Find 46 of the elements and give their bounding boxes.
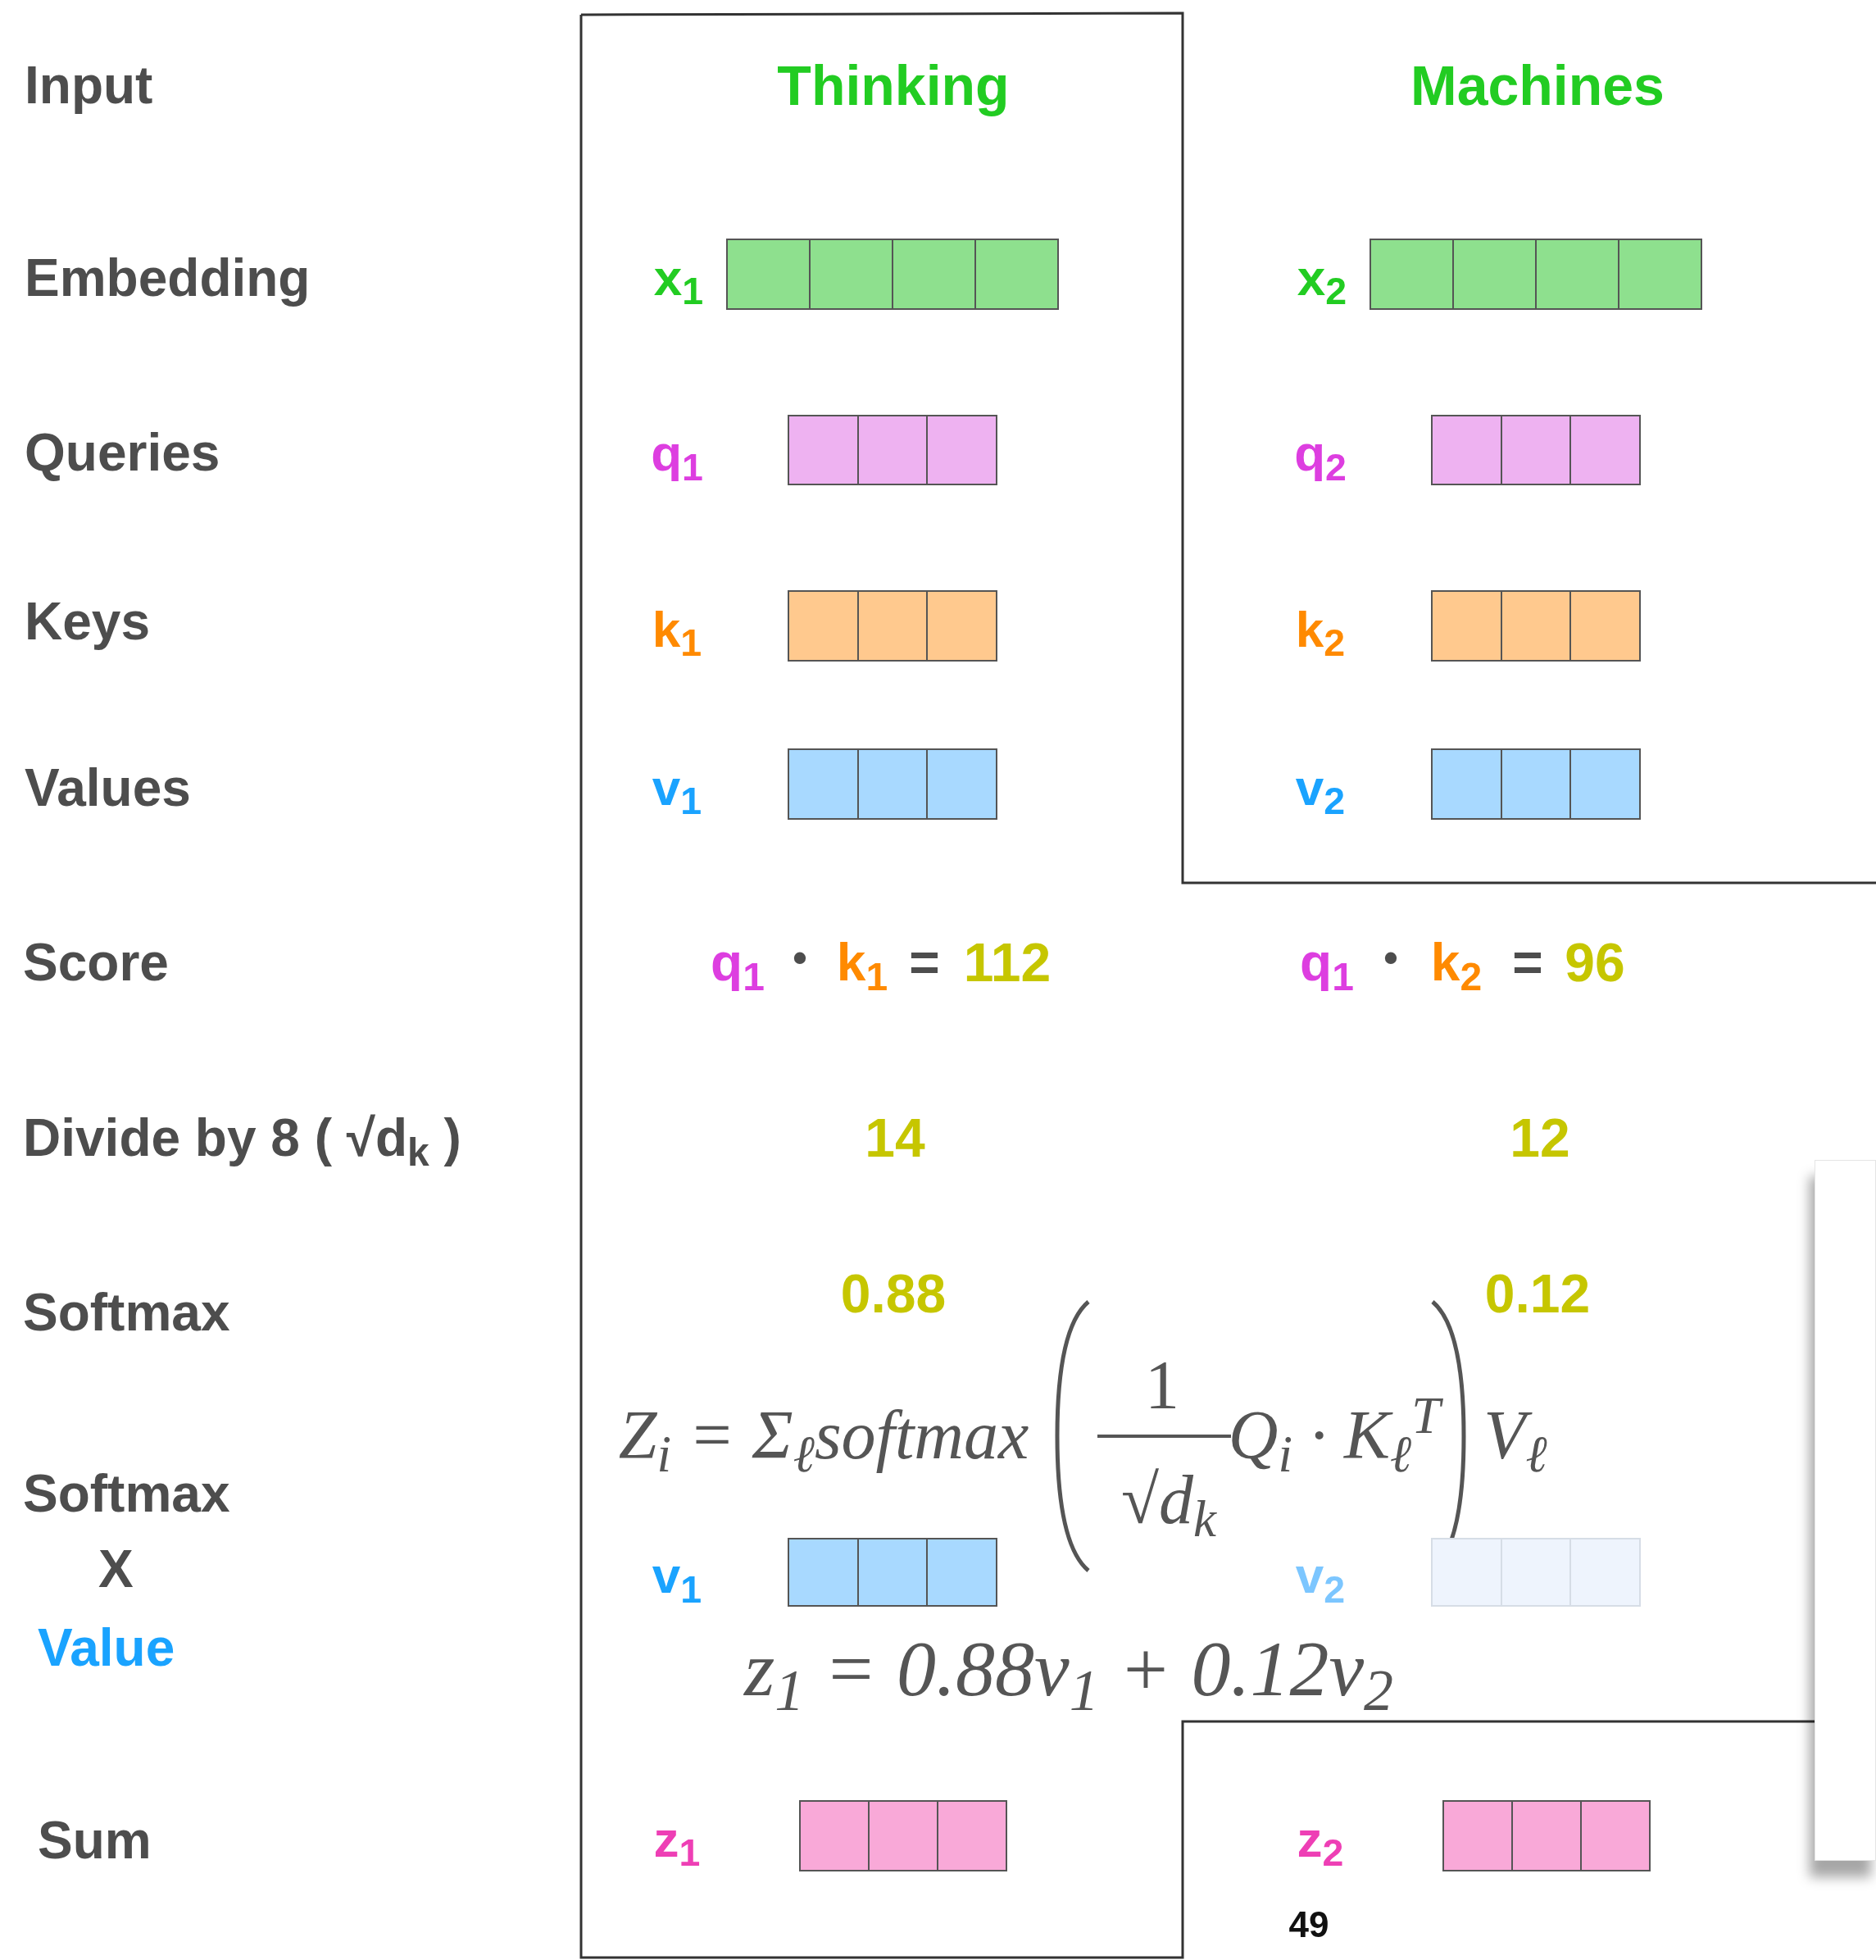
scaled-score: 12 [1510, 1111, 1570, 1165]
vector-bar [1431, 415, 1641, 485]
column-heading: Machines [1410, 57, 1665, 113]
vector-name: k$_{1}$ [836, 936, 888, 989]
row-label: Value [38, 1621, 175, 1674]
row-label: Score [23, 936, 169, 989]
vector-bar [1442, 1800, 1651, 1871]
vector-label: z$_{1}$ [653, 1813, 701, 1865]
vector-label: z$_{2}$ [1297, 1813, 1344, 1865]
row-label: Values [25, 762, 191, 814]
row-label: X [98, 1543, 134, 1595]
formula-text: 1 [1145, 1351, 1179, 1420]
formula-text: √d$_{k}$ [1120, 1466, 1217, 1535]
vector-bar [799, 1800, 1007, 1871]
row-label: Softmax [23, 1286, 230, 1339]
softmax-value: 0.88 [840, 1266, 947, 1321]
vector-name: k$_{2}$ [1430, 936, 1483, 989]
vector-label: v$_{1}$ [652, 1550, 702, 1601]
vector-bar [788, 1538, 997, 1607]
formula-text: z$_{1}$ = 0.88v$_{1}$ + 0.12v$_{2}$ [743, 1630, 1394, 1708]
vector-label: k$_{2}$ [1295, 603, 1346, 655]
vector-bar [788, 590, 997, 662]
score-value: 96 [1565, 935, 1625, 989]
vector-bar [726, 239, 1059, 310]
vector-bar [1431, 748, 1641, 820]
vector-label: k$_{1}$ [652, 603, 702, 655]
page-number: 49 [1288, 1907, 1329, 1943]
vector-bar [788, 748, 997, 820]
vector-label: v$_{2}$ [1295, 762, 1346, 813]
vector-label: x$_{2}$ [1297, 252, 1347, 303]
score-value: 112 [963, 935, 1052, 989]
dot-operator: • [1383, 937, 1398, 978]
vector-label: v$_{2}$ [1295, 1550, 1346, 1601]
dot-operator: • [793, 937, 807, 978]
row-label: Softmax [23, 1467, 230, 1520]
vector-label: x$_{1}$ [653, 252, 704, 303]
vector-bar [788, 415, 997, 485]
equals-sign: = [1512, 936, 1543, 989]
row-label: Sum [38, 1814, 152, 1867]
vector-bar [1431, 1538, 1641, 1607]
vector-bar [1370, 239, 1702, 310]
vector-bar [1431, 590, 1641, 662]
scaled-score: 14 [865, 1111, 925, 1165]
softmax-value: 0.12 [1484, 1266, 1591, 1321]
vector-label: v$_{1}$ [652, 762, 702, 813]
equals-sign: = [909, 936, 940, 989]
